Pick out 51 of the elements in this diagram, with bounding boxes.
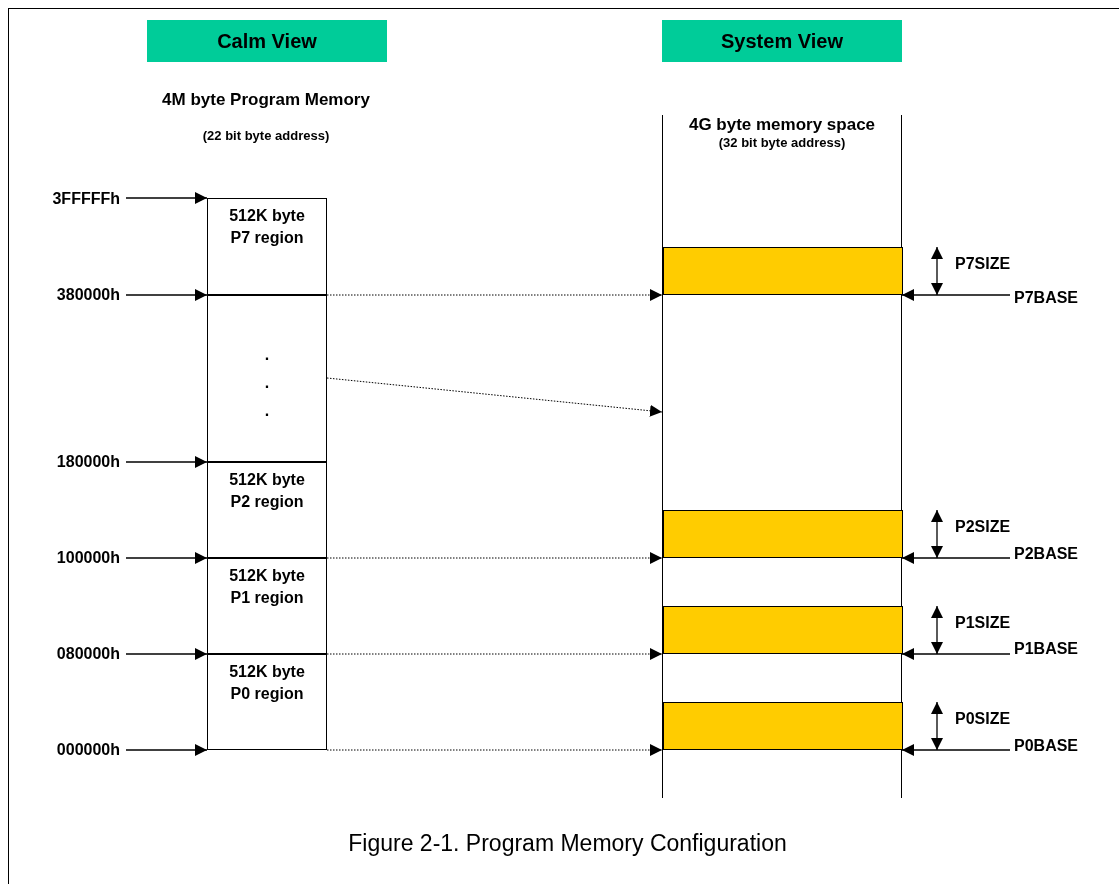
region-label: 512K byte P1 region xyxy=(228,566,306,608)
column-subheading: (32 bit byte address) xyxy=(717,135,847,150)
address-label: 080000h xyxy=(30,643,120,665)
mapped-region-bar xyxy=(663,702,903,750)
view-header: System View xyxy=(662,20,902,62)
arrow xyxy=(901,744,1011,756)
mapped-region-bar xyxy=(663,510,903,558)
base-register-label: P1BASE xyxy=(1014,638,1090,660)
dotted-arrow xyxy=(326,648,663,660)
address-label: 380000h xyxy=(30,284,120,306)
base-register-label: P0BASE xyxy=(1014,735,1090,757)
base-register-label: P2BASE xyxy=(1014,543,1090,565)
arrow xyxy=(125,289,208,301)
dotted-arrow xyxy=(326,744,663,756)
arrow xyxy=(125,456,208,468)
dotted-arrow xyxy=(326,289,663,301)
region-label: 512K byte P0 region xyxy=(228,662,306,704)
ellipsis-text: . . . xyxy=(263,345,271,421)
memory-region-box xyxy=(207,295,327,462)
arrow xyxy=(901,289,1011,301)
size-label: P7SIZE xyxy=(955,255,1011,273)
arrow xyxy=(125,552,208,564)
figure-caption: Figure 2-1. Program Memory Configuration xyxy=(348,830,787,856)
arrow xyxy=(125,192,208,204)
memory-region-box xyxy=(207,558,327,654)
view-header: Calm View xyxy=(147,20,387,62)
arrow xyxy=(125,648,208,660)
memory-subheading: (22 bit byte address) xyxy=(201,128,331,143)
mapped-region-bar xyxy=(663,247,903,295)
dotted-arrow xyxy=(326,552,663,564)
size-label: P1SIZE xyxy=(955,614,1011,632)
column-heading: 4G byte memory space xyxy=(687,115,877,135)
memory-region-box xyxy=(207,198,327,295)
memory-heading: 4M byte Program Memory xyxy=(161,90,371,110)
address-label: 3FFFFFh xyxy=(30,188,120,210)
address-label: 100000h xyxy=(30,547,120,569)
mapped-region-bar xyxy=(663,606,903,654)
address-label: 180000h xyxy=(30,451,120,473)
region-label: 512K byte P2 region xyxy=(228,470,306,512)
memory-region-box xyxy=(207,654,327,750)
address-label: 000000h xyxy=(30,739,120,761)
arrow xyxy=(901,648,1011,660)
size-label: P2SIZE xyxy=(955,518,1011,536)
size-label: P0SIZE xyxy=(955,710,1011,728)
arrow xyxy=(901,552,1011,564)
arrow xyxy=(125,744,208,756)
base-register-label: P7BASE xyxy=(1014,287,1090,309)
dotted-arrow xyxy=(326,377,663,417)
region-label: 512K byte P7 region xyxy=(228,206,306,248)
memory-region-box xyxy=(207,462,327,558)
memory-space-column xyxy=(662,115,902,798)
